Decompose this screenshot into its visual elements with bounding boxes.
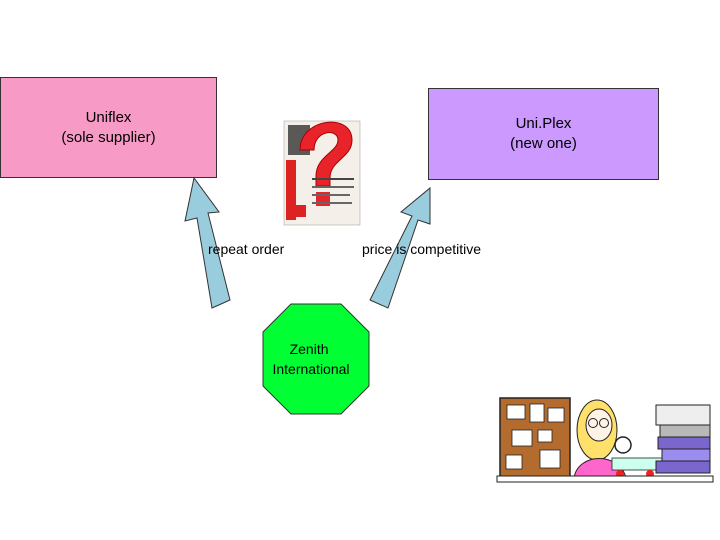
price-competitive-label: price is competitive [362,241,482,257]
uniflex-box: Uniflex (sole supplier) [0,77,217,178]
office-worker-clipart-icon [496,397,714,483]
center-node-line2: International [272,361,349,377]
zenith-octagon [262,303,370,415]
arrow-to-uniflex [184,176,231,309]
arrow-to-uniplex [369,186,431,309]
uniplex-box-text: Uni.Plex (new one) [510,115,577,152]
center-node-text: Zenith International [272,341,349,377]
repeat-order-label: repeat order [208,241,285,257]
question-mark-book-icon [283,120,361,226]
uniflex-box-text: Uniflex (sole supplier) [61,108,156,146]
uniplex-box: Uni.Plex (new one) [428,88,659,180]
center-node-line1: Zenith [290,341,329,357]
